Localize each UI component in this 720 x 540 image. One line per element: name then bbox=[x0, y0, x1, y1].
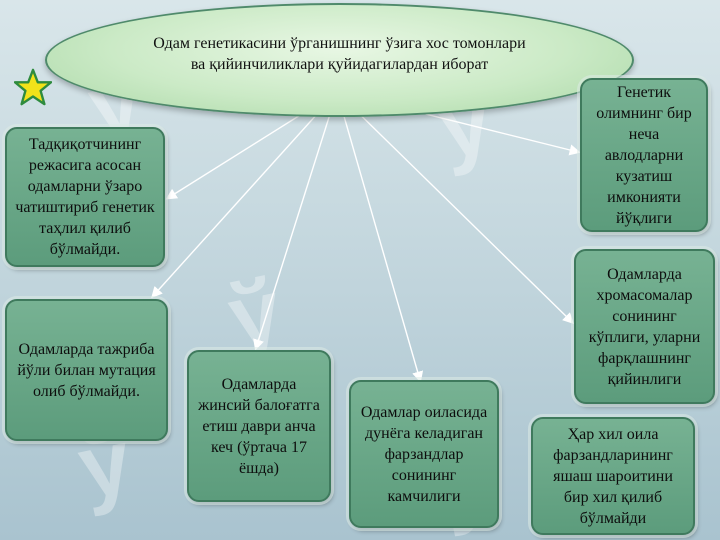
node-text: Одамларда жинсий балоғатга етиш даври ан… bbox=[198, 375, 320, 477]
node-text: Ҳар хил оила фарзандларининг яшаш шароит… bbox=[553, 425, 673, 527]
central-topic-ellipse: Одам генетикасини ўрганишнинг ўзига хос … bbox=[45, 3, 634, 117]
star-icon bbox=[14, 68, 52, 106]
node-text: Тадқиқотчининг режасига асосан одамларни… bbox=[15, 136, 155, 258]
arrow-to-bottom-1 bbox=[253, 91, 338, 351]
node-text: Одамлар оиласида дунёга келадиган фарзан… bbox=[360, 403, 488, 505]
node-text: Одамларда тажриба йўли билан мутация оли… bbox=[17, 340, 156, 400]
node-right-mid: Одамларда хромасомалар сонининг кўплиги,… bbox=[574, 249, 715, 404]
node-right-top: Генетик олимнинг бир неча авлодларни куз… bbox=[580, 78, 708, 232]
node-bottom-1: Одамларда жинсий балоғатга етиш даври ан… bbox=[187, 350, 331, 502]
node-text: Одамларда хромасомалар сонининг кўплиги,… bbox=[588, 265, 701, 388]
node-bottom-2: Одамлар оиласида дунёга келадиган фарзан… bbox=[349, 380, 499, 528]
arrow-to-bottom-2 bbox=[336, 91, 424, 383]
node-left-top: Тадқиқотчининг режасига асосан одамларни… bbox=[5, 127, 165, 267]
arrow-to-right-mid bbox=[336, 91, 575, 324]
node-bottom-3: Ҳар хил оила фарзандларининг яшаш шароит… bbox=[531, 417, 695, 535]
central-topic-text: Одам генетикасини ўрганишнинг ўзига хос … bbox=[153, 35, 526, 73]
node-left-mid: Одамларда тажриба йўли билан мутация оли… bbox=[5, 299, 168, 441]
node-text: Генетик олимнинг бир неча авлодларни куз… bbox=[596, 83, 692, 227]
arrow-to-left-mid bbox=[151, 91, 338, 299]
